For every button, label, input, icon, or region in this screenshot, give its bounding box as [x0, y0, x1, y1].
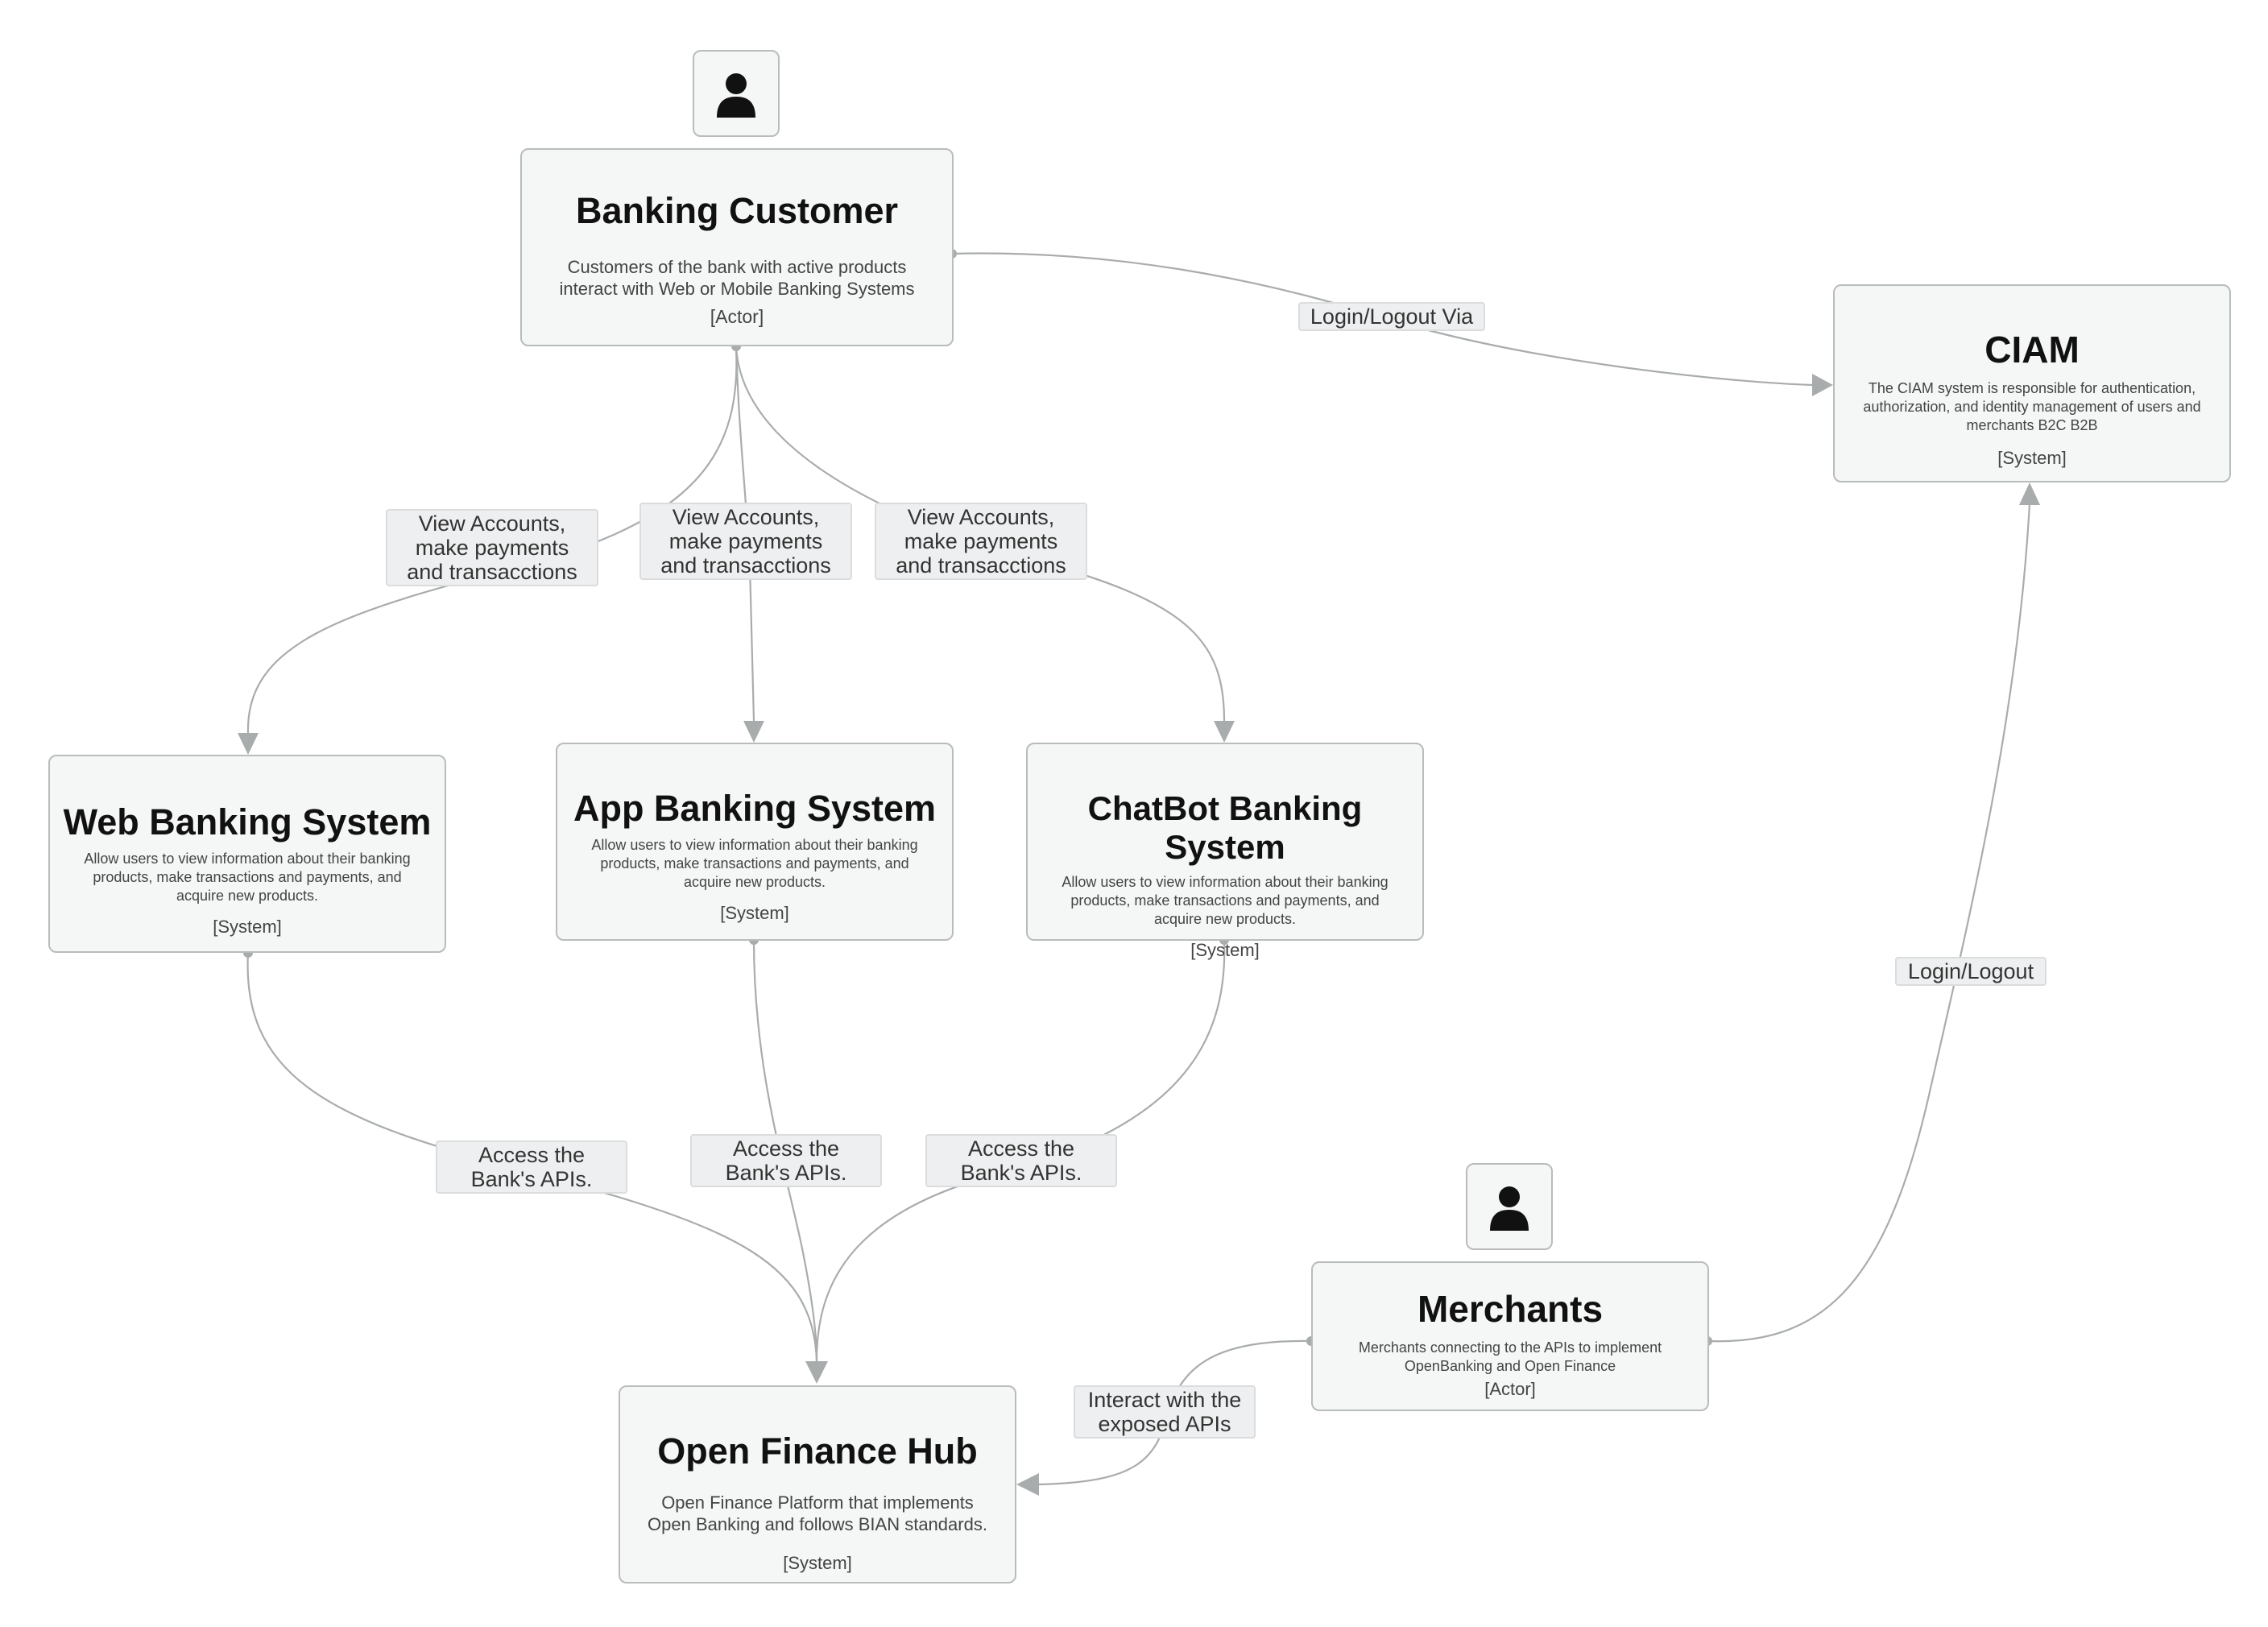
node-title: CIAM	[1984, 329, 2080, 371]
edge-label-view-accounts-app: View Accounts, make payments and transac…	[639, 503, 852, 580]
node-chatbot-banking-system[interactable]: ChatBot Banking System Allow users to vi…	[1026, 743, 1424, 960]
node-description: Allow users to view information about th…	[84, 851, 411, 904]
edge-label-login-logout: Login/Logout	[1895, 957, 2047, 986]
arrowhead	[1812, 374, 1833, 396]
node-description: Allow users to view information about th…	[591, 837, 918, 890]
node-kind: [System]	[213, 917, 282, 937]
arrowhead	[238, 733, 259, 755]
edge-label-login-logout-via: Login/Logout Via	[1298, 302, 1485, 331]
node-description: Allow users to view information about th…	[1062, 874, 1389, 927]
edge-merchants-ciam	[1707, 503, 2031, 1343]
edge-label-access-apis-app: Access the Bank's APIs.	[690, 1134, 882, 1187]
arrowhead	[805, 1361, 828, 1384]
edge-label-interact-apis: Interact with the exposed APIs	[1074, 1385, 1256, 1439]
node-kind: [System]	[1997, 448, 2067, 468]
node-kind: [System]	[720, 903, 789, 923]
arrowhead	[1214, 721, 1235, 743]
edge-app-hub	[752, 939, 818, 1362]
person-icon	[693, 50, 780, 137]
node-description: Open Finance Platform that implements Op…	[648, 1492, 987, 1534]
node-title: Banking Customer	[575, 190, 899, 231]
node-description: Customers of the bank with active produc…	[559, 257, 915, 299]
node-banking-customer[interactable]: Banking Customer Customers of the bank w…	[520, 148, 954, 346]
node-description: Merchants connecting to the APIs to impl…	[1358, 1339, 1662, 1374]
node-kind: [Actor]	[1484, 1379, 1536, 1399]
edge-label-access-apis-web: Access the Bank's APIs.	[436, 1141, 627, 1194]
node-description: The CIAM system is responsible for authe…	[1863, 380, 2201, 433]
node-merchants[interactable]: Merchants Merchants connecting to the AP…	[1311, 1261, 1709, 1411]
edge-label-view-accounts-chatbot: View Accounts, make payments and transac…	[875, 503, 1087, 580]
edge-label-view-accounts-web: View Accounts, make payments and transac…	[386, 509, 598, 586]
arrowhead	[1016, 1473, 1039, 1496]
node-kind: [Actor]	[710, 306, 764, 327]
node-title: Merchants	[1417, 1288, 1604, 1330]
edge-label-access-apis-chatbot: Access the Bank's APIs.	[925, 1134, 1117, 1187]
node-app-banking-system[interactable]: App Banking System Allow users to view i…	[556, 743, 954, 941]
node-title: Open Finance Hub	[657, 1430, 978, 1472]
node-web-banking-system[interactable]: Web Banking System Allow users to view i…	[48, 755, 446, 953]
arrowhead	[2019, 482, 2040, 505]
node-ciam[interactable]: CIAM The CIAM system is responsible for …	[1833, 284, 2231, 482]
arrowhead	[743, 721, 764, 743]
node-kind: [System]	[1190, 940, 1260, 960]
node-kind: [System]	[783, 1553, 852, 1573]
node-title: App Banking System	[573, 788, 937, 829]
node-open-finance-hub[interactable]: Open Finance Hub Open Finance Platform t…	[619, 1385, 1016, 1584]
person-icon	[1466, 1163, 1553, 1250]
node-title: Web Banking System	[63, 801, 432, 842]
node-title: ChatBot Banking System	[1087, 789, 1363, 866]
